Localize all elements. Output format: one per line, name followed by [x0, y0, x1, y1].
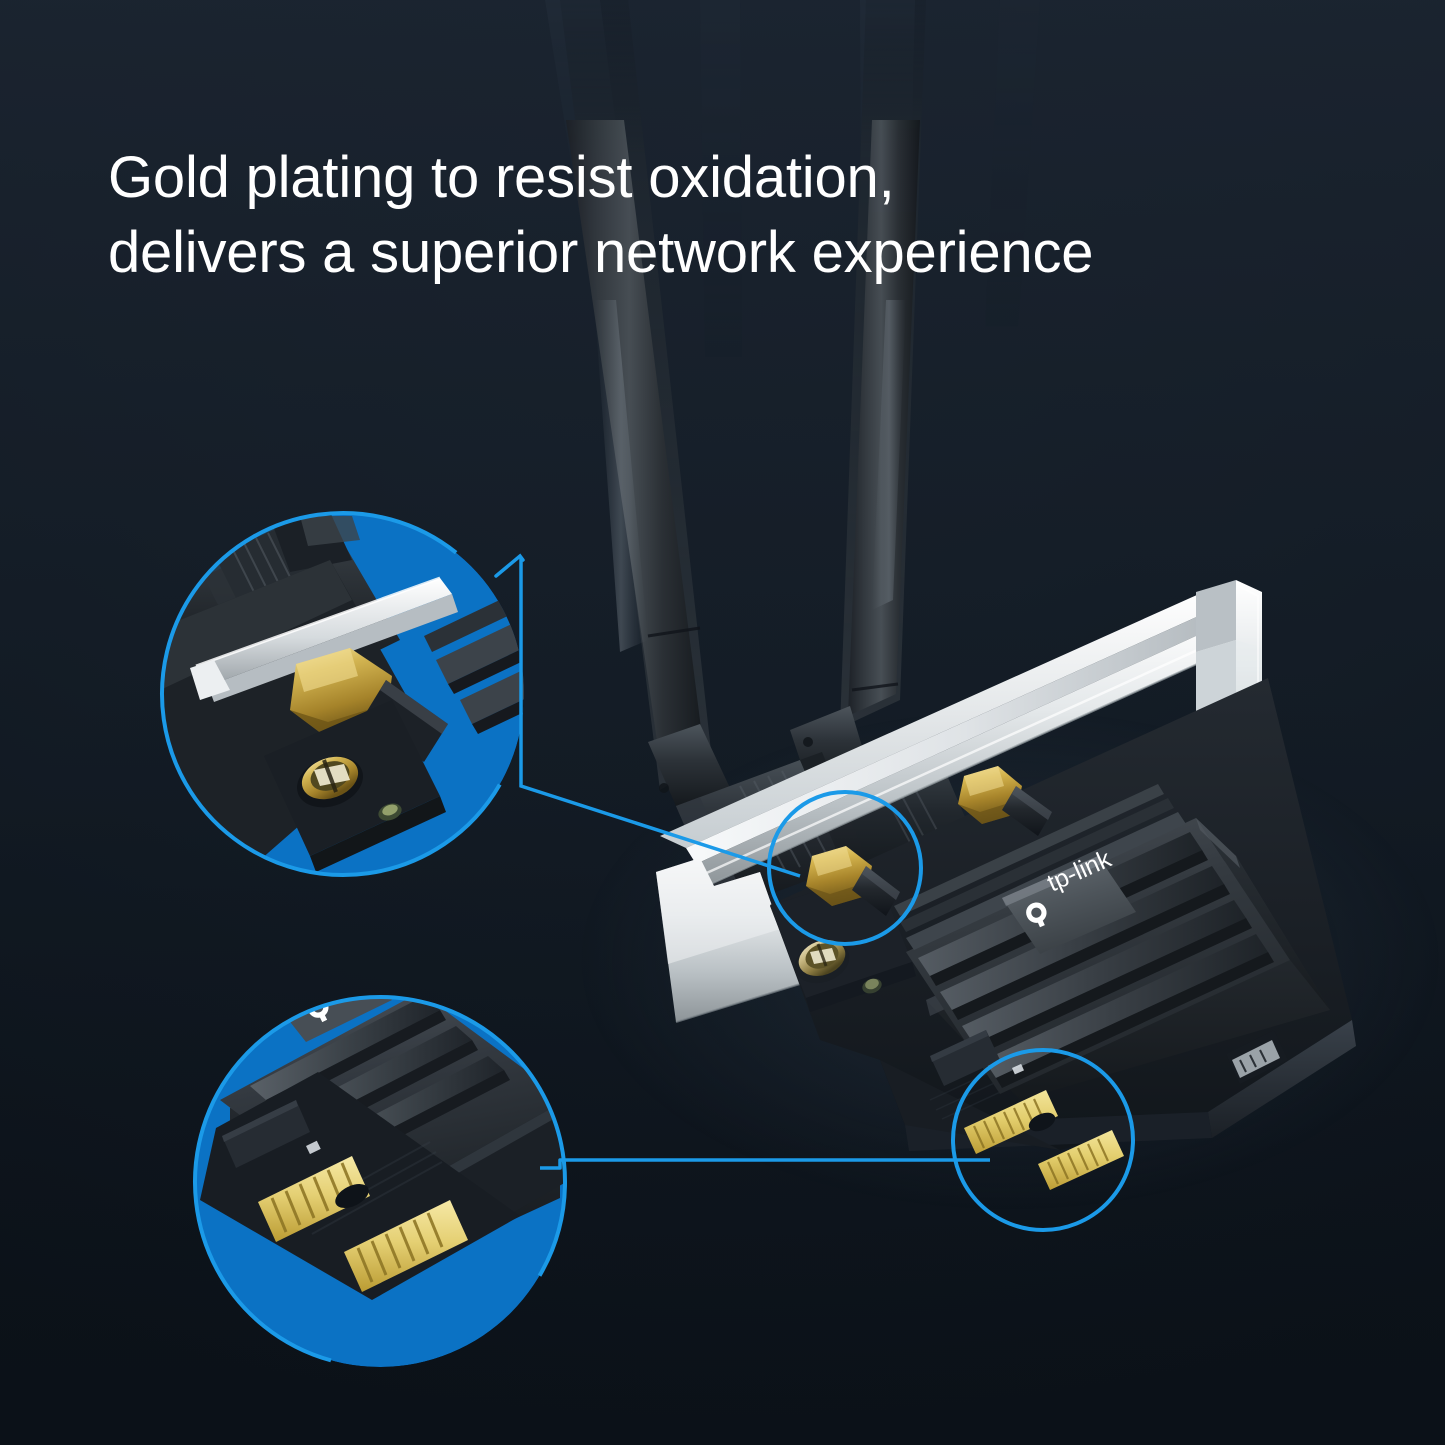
- page-title: Gold plating to resist oxidation, deliver…: [108, 140, 1338, 291]
- pcie-fingers-long: [1038, 1130, 1124, 1190]
- callout-pcie-content: [195, 997, 565, 1367]
- highlight-pcie-circle: [951, 1048, 1135, 1232]
- tplink-logo-icon: [1026, 902, 1047, 928]
- gold-screw: [794, 940, 850, 984]
- antenna-right: [790, 0, 926, 784]
- sma-connector-left: [806, 846, 900, 916]
- callout-sma-leader: [519, 558, 801, 878]
- callout-pcie-leader: [540, 1158, 990, 1170]
- sma-connector-right: [958, 766, 1052, 836]
- pin-header: [1226, 1030, 1288, 1084]
- highlight-sma-circle: [767, 790, 923, 946]
- pci-bracket: [660, 590, 1251, 889]
- callout-pcie-ring: [193, 995, 567, 1369]
- bracket-tab-left: [656, 858, 801, 1023]
- pcie-connector-main: [930, 1030, 1124, 1190]
- headline-line-1: Gold plating to resist oxidation,: [108, 145, 895, 210]
- antenna-left: [560, 0, 730, 806]
- callout-fins: [424, 596, 524, 734]
- callout-sma-ring: [160, 511, 526, 877]
- headline-line-2: delivers a superior network experience: [108, 220, 1094, 286]
- heatsink: tp-link: [894, 784, 1330, 1100]
- pcie-fingers-short: [964, 1090, 1058, 1154]
- callout-fingers-short: [258, 1156, 370, 1242]
- callout-fingers-long: [344, 1200, 468, 1292]
- callout-gold-screw: [297, 756, 363, 808]
